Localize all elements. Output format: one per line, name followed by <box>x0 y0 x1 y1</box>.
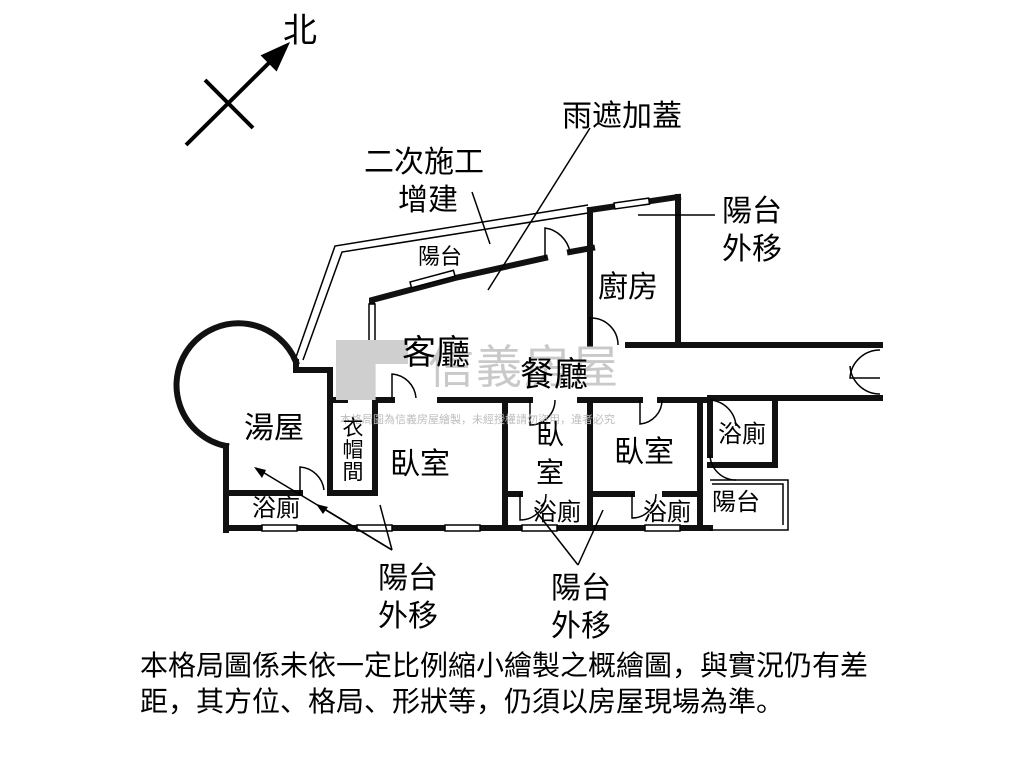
bath-bottom-left-label: 浴廁 <box>252 494 300 522</box>
kitchen-label: 廚房 <box>598 270 658 305</box>
bedroom-1-label: 臥室 <box>390 447 450 482</box>
balcony-right-label: 陽台 <box>712 488 760 516</box>
bedroom-3-label: 臥室 <box>614 435 674 470</box>
thin-walls <box>710 479 789 531</box>
north-label: 北 <box>283 11 317 51</box>
balcony-moved-s-label: 陽台 外移 <box>551 571 611 644</box>
bath-bottom-middle-label: 浴廁 <box>533 498 581 526</box>
balcony-moved-sw-label: 陽台 外移 <box>378 561 438 634</box>
windows <box>261 197 681 532</box>
balcony-top-label: 陽台 <box>418 245 463 270</box>
secondary-construction-label: 二次施工 <box>364 145 484 180</box>
bedroom-2-label: 臥室 <box>535 418 564 489</box>
bath-right-label: 浴廁 <box>718 420 766 448</box>
disclaimer-text: 本格局圖係未依一定比例縮小繪製之概繪圖，與實況仍有差距，其方位、格局、形狀等，仍… <box>140 649 869 718</box>
watermark-note: 本格局圖為信義房屋繪製，未經授權請勿盜用，違者必究 <box>340 413 615 426</box>
living-room-label: 客廳 <box>402 333 470 373</box>
bath-house-label: 湯屋 <box>244 411 304 446</box>
addition-outline <box>294 204 589 361</box>
walls <box>173 193 883 533</box>
watermark-brand: 信義房屋 <box>428 340 620 394</box>
rain-cover-label: 雨遮加蓋 <box>562 99 682 134</box>
bath-bottom-right-label: 浴廁 <box>643 498 691 526</box>
north-arrow-icon <box>184 41 291 147</box>
dining-room-label: 餐廳 <box>520 355 588 395</box>
leader-arrowheads <box>254 467 328 514</box>
closet-label: 衣帽間 <box>342 416 364 484</box>
addition-label: 增建 <box>398 183 458 218</box>
balcony-moved-ne-label: 陽台 外移 <box>722 194 782 267</box>
door-swings <box>299 227 881 521</box>
